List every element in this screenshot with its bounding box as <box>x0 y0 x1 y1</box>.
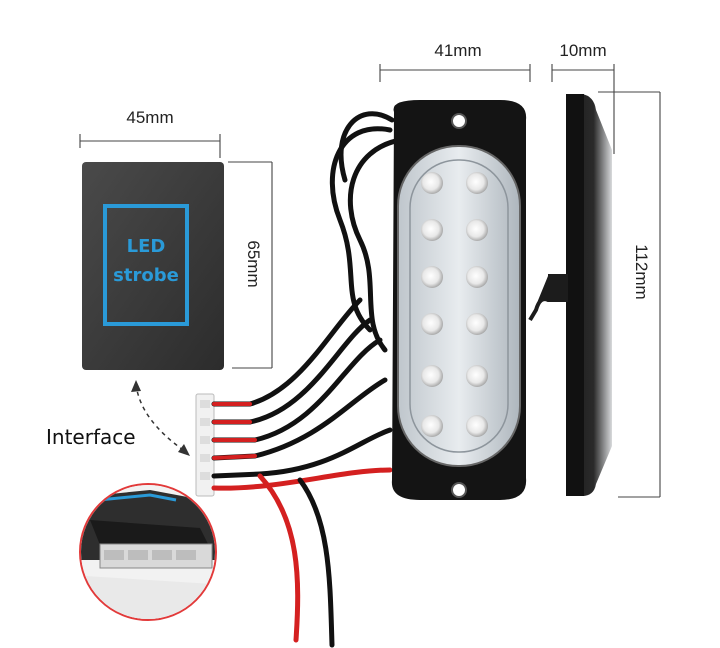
interface-detail-view <box>79 483 217 621</box>
module-height-label: 65mm <box>244 240 263 287</box>
interface-arrow <box>135 383 187 453</box>
led <box>466 219 488 241</box>
light-depth-label: 10mm <box>559 41 606 60</box>
interface-label: Interface <box>46 425 136 449</box>
dimension-light-width: 41mm <box>379 41 531 82</box>
light-height-label: 112mm <box>632 244 651 299</box>
module-logo-line2: strobe <box>113 265 179 286</box>
led <box>421 172 443 194</box>
led <box>421 266 443 288</box>
module-width-label: 45mm <box>126 108 173 127</box>
light-width-label: 41mm <box>434 41 481 60</box>
module-logo-line1: LED <box>127 236 166 257</box>
led <box>421 219 443 241</box>
dimension-light-depth: 10mm <box>551 41 615 154</box>
led <box>421 415 443 437</box>
led <box>466 415 488 437</box>
led <box>466 266 488 288</box>
wire-bundle <box>211 111 403 648</box>
strobe-light-side <box>528 94 612 496</box>
mount-hole-bottom <box>451 482 467 498</box>
led <box>466 313 488 335</box>
led <box>466 365 488 387</box>
strobe-light-front <box>391 100 527 500</box>
lens <box>397 145 521 467</box>
control-module: LED strobe <box>82 162 224 370</box>
led <box>421 365 443 387</box>
module-logo-frame <box>103 204 189 326</box>
wire-connector <box>195 393 215 497</box>
led-array <box>421 172 488 437</box>
led <box>466 172 488 194</box>
dimension-module-height: 65mm <box>228 161 273 369</box>
dimension-module-width: 45mm <box>79 108 221 158</box>
mount-hole-top <box>451 113 467 129</box>
dimension-light-height: 112mm <box>598 91 661 498</box>
led <box>421 313 443 335</box>
